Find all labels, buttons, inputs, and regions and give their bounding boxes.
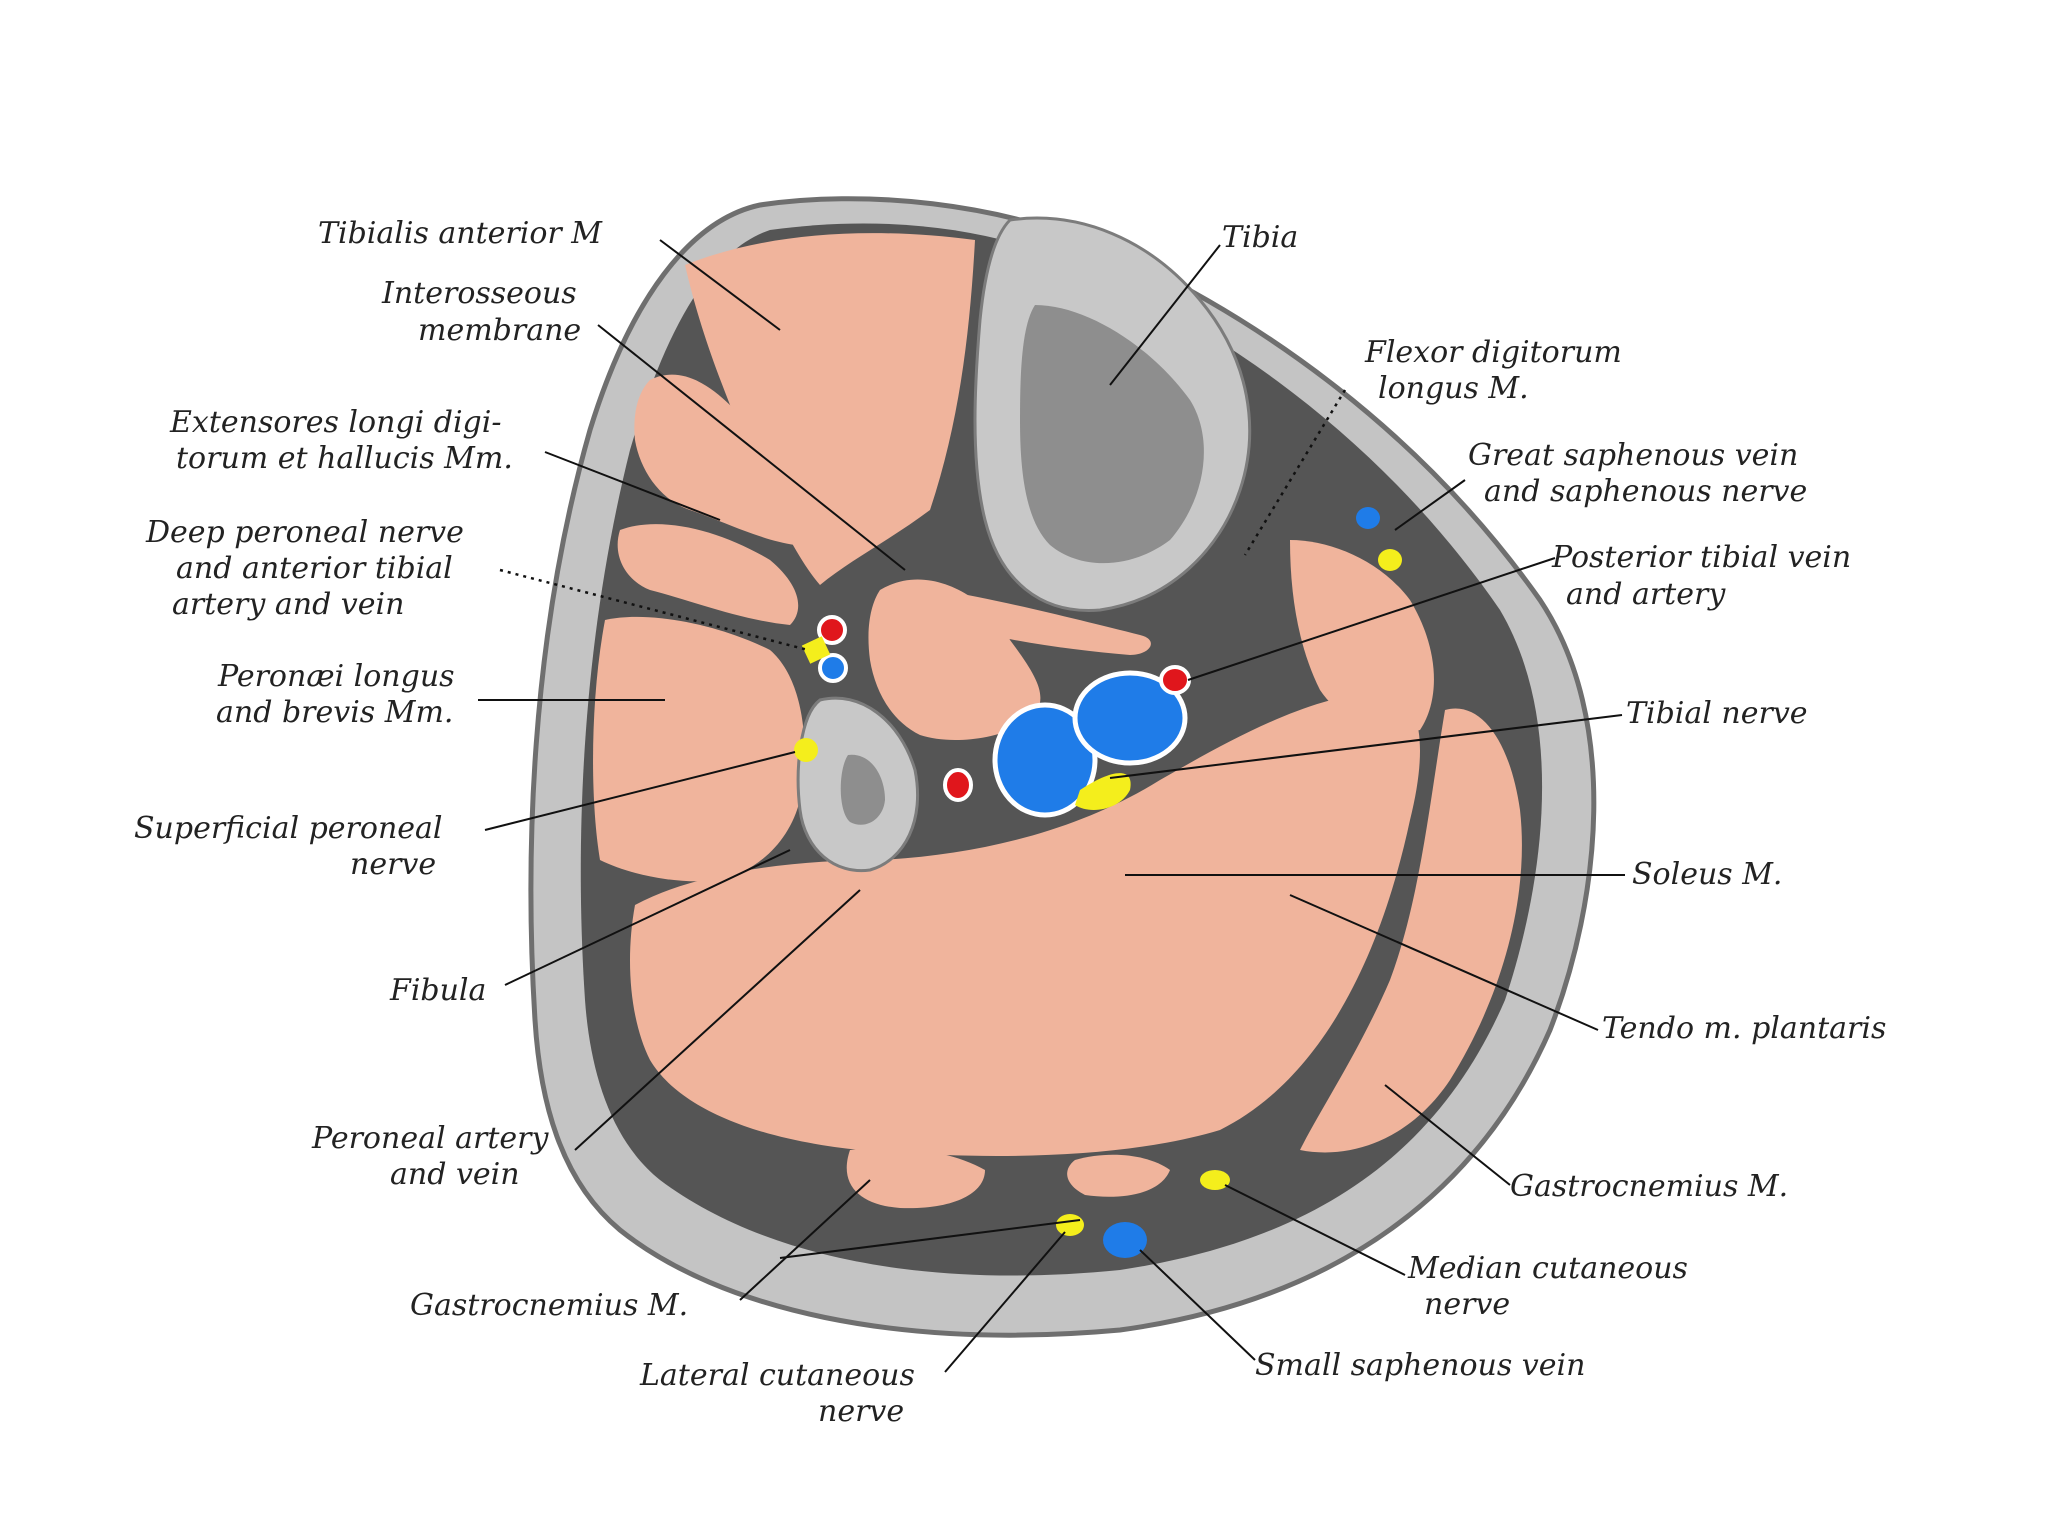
label-tendo-plantaris: Tendo m. plantaris	[1602, 1011, 1886, 1046]
label-median-cutaneous-1: Median cutaneous	[1407, 1251, 1688, 1286]
label-interosseous-2: membrane	[418, 313, 581, 348]
label-lateral-cutaneous-2: nerve	[818, 1394, 904, 1429]
label-great-saphenous-2: and saphenous nerve	[1484, 474, 1807, 509]
label-median-cutaneous-2: nerve	[1424, 1287, 1510, 1322]
posterior-tibial-artery	[1159, 665, 1191, 695]
label-flexor-digitorum-1: Flexor digitorum	[1364, 335, 1622, 370]
label-lateral-cutaneous-1: Lateral cutaneous	[639, 1358, 915, 1393]
saphenous-nerve	[1378, 549, 1402, 571]
leader-fibula	[504, 849, 791, 986]
lateral-cutaneous-nerve	[1056, 1214, 1084, 1236]
gastrocnemius-right-muscle	[1300, 708, 1522, 1153]
median-cutaneous-nerve	[1200, 1170, 1230, 1190]
tibia-marrow	[1020, 305, 1204, 564]
gastrocnemius-left-muscle	[846, 1148, 985, 1209]
leader-tibia	[1109, 244, 1221, 386]
extensor-muscle-lower	[617, 524, 799, 625]
gastrocnemius-left-muscle-2	[1067, 1154, 1170, 1197]
posterior-tibial-vein-2	[1072, 670, 1188, 766]
leader-lateral-cutaneous	[944, 1231, 1066, 1373]
label-peronaei-1: Peronæi longus	[217, 659, 455, 694]
superficial-peroneal-nerve	[794, 738, 818, 762]
leader-superficial-peroneal	[484, 751, 796, 831]
label-flexor-digitorum-2: longus M.	[1378, 371, 1529, 406]
leader-median-cutaneous	[1224, 1184, 1406, 1276]
leader-great-saphenous	[1394, 479, 1466, 531]
leader-gastrocnemius-left	[739, 1179, 871, 1301]
leader-peroneal-artery	[574, 889, 861, 1151]
deep-peroneal-nerve	[801, 636, 831, 664]
label-deep-peroneal-2: and anterior tibial	[176, 551, 453, 586]
soleus-muscle	[630, 690, 1420, 1156]
leader-gastrocnemius-right	[1384, 1084, 1511, 1186]
label-tibia: Tibia	[1222, 220, 1298, 255]
label-extensores-2: torum et hallucis Mm.	[176, 441, 513, 476]
leader-deep-peroneal	[499, 568, 809, 652]
anterior-tibial-vein	[818, 653, 848, 683]
great-saphenous-vein	[1356, 507, 1380, 529]
label-deep-peroneal-1: Deep peroneal nerve	[145, 515, 464, 550]
leader-posterior-tibial	[1187, 557, 1556, 681]
deep-posterior-muscle	[868, 579, 1041, 740]
label-peronaei-2: and brevis Mm.	[216, 695, 453, 730]
label-small-saphenous: Small saphenous vein	[1255, 1348, 1585, 1383]
label-deep-peroneal-3: artery and vein	[172, 587, 404, 622]
leader-flexor-digitorum	[1243, 389, 1347, 556]
leader-tibialis-anterior	[659, 239, 781, 331]
label-gastrocnemius-left: Gastrocnemius M.	[410, 1288, 688, 1323]
label-great-saphenous-1: Great saphenous vein	[1468, 438, 1798, 473]
label-posterior-tibial-2: and artery	[1566, 577, 1726, 612]
label-posterior-tibial-1: Posterior tibial vein	[1551, 540, 1851, 575]
label-fibula: Fibula	[389, 973, 486, 1008]
tibialis-anterior-muscle	[685, 233, 975, 586]
label-extensores-1: Extensores longi digi-	[169, 405, 501, 440]
label-superficial-peroneal-2: nerve	[350, 847, 436, 882]
label-superficial-peroneal-1: Superficial peroneal	[134, 811, 443, 846]
peronaei-muscles	[593, 616, 805, 882]
leader-tibial-nerve	[1109, 714, 1623, 779]
peroneal-artery	[943, 768, 973, 802]
label-gastrocnemius-right: Gastrocnemius M.	[1510, 1169, 1788, 1204]
label-tibialis-anterior: Tibialis anterior M	[318, 216, 603, 251]
posterior-tibial-vein-1	[992, 702, 1098, 818]
leader-interosseous	[597, 324, 906, 571]
label-interosseous-1: Interosseous	[381, 276, 577, 311]
flexor-digitorum-muscle	[1290, 540, 1434, 733]
fibula-marrow	[840, 754, 885, 825]
label-peroneal-artery-2: and vein	[390, 1157, 520, 1192]
leader-small-saphenous	[1139, 1249, 1256, 1361]
label-tibial-nerve: Tibial nerve	[1626, 696, 1808, 731]
small-saphenous-vein	[1103, 1222, 1147, 1258]
leader-tendo-plantaris	[1289, 894, 1599, 1031]
leader-extensores	[544, 451, 721, 521]
label-soleus: Soleus M.	[1632, 857, 1782, 892]
tibial-nerve	[1075, 773, 1131, 810]
interosseous-strip	[932, 590, 1151, 655]
label-peroneal-artery-1: Peroneal artery	[311, 1121, 549, 1156]
leader-gastrocnemius-left-2	[779, 1219, 1081, 1259]
anterior-tibial-artery	[817, 615, 847, 645]
